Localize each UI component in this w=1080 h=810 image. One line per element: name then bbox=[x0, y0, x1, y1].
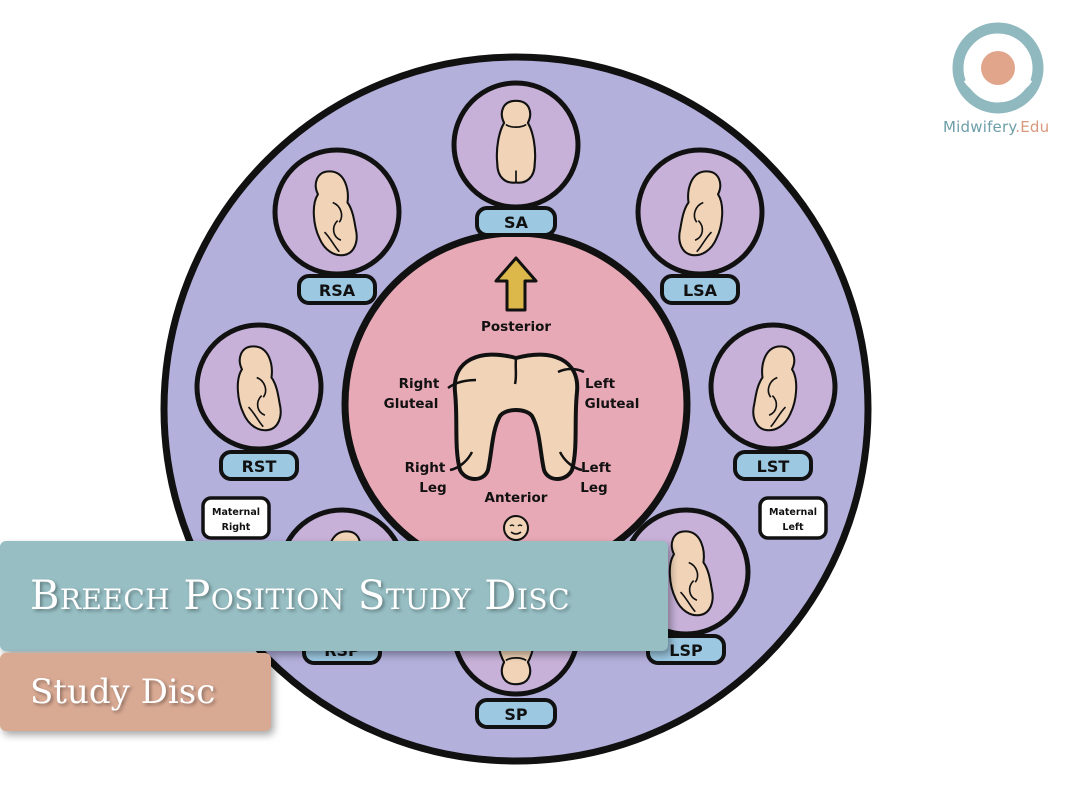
maternal-left-label: Maternal Left bbox=[758, 496, 828, 540]
position-pod-rsa: RSA bbox=[272, 147, 402, 305]
posterior-arrow-icon bbox=[494, 256, 538, 312]
svg-text:Maternal: Maternal bbox=[769, 507, 817, 518]
left-leg-label-2: Leg bbox=[580, 480, 607, 496]
position-pod-lst: LST bbox=[708, 322, 838, 481]
right-gluteal-label-1: Right bbox=[399, 376, 440, 392]
left-gluteal-label-1: Left bbox=[585, 376, 616, 392]
page-title: Breech Position Study Disc bbox=[30, 573, 570, 619]
left-leg-label-1: Left bbox=[581, 460, 612, 476]
title-banner: Breech Position Study Disc bbox=[0, 541, 668, 651]
page-subtitle: Study Disc bbox=[30, 672, 216, 712]
left-gluteal-label-2: Gluteal bbox=[585, 396, 640, 412]
right-leg-label-2: Leg bbox=[419, 480, 446, 496]
posterior-label: Posterior bbox=[481, 319, 551, 335]
position-pod-sa: SA bbox=[451, 80, 581, 237]
position-label-sa: SA bbox=[504, 213, 529, 232]
logo-wordmark: Midwifery.Edu bbox=[943, 118, 1050, 136]
position-label-rst: RST bbox=[242, 457, 277, 476]
position-label-sp: SP bbox=[504, 705, 528, 724]
midwifery-edu-logo-icon bbox=[952, 22, 1044, 114]
right-gluteal-label-2: Gluteal bbox=[384, 396, 439, 412]
maternal-right-label: Maternal Right bbox=[201, 496, 271, 540]
baby-face-icon bbox=[503, 515, 529, 541]
position-label-lsa: LSA bbox=[683, 281, 718, 300]
svg-text:Right: Right bbox=[222, 522, 251, 533]
right-leg-label-1: Right bbox=[405, 460, 446, 476]
subtitle-banner: Study Disc bbox=[0, 653, 271, 731]
anterior-label: Anterior bbox=[485, 490, 548, 506]
position-label-rsa: RSA bbox=[319, 281, 356, 300]
position-pod-lsa: LSA bbox=[635, 147, 765, 305]
svg-text:Left: Left bbox=[782, 522, 804, 533]
position-label-lsp: LSP bbox=[669, 641, 703, 660]
breech-buttocks-illustration bbox=[447, 352, 585, 481]
svg-text:Maternal: Maternal bbox=[212, 507, 260, 518]
position-pod-rst: RST bbox=[194, 322, 324, 481]
position-label-lst: LST bbox=[757, 457, 790, 476]
